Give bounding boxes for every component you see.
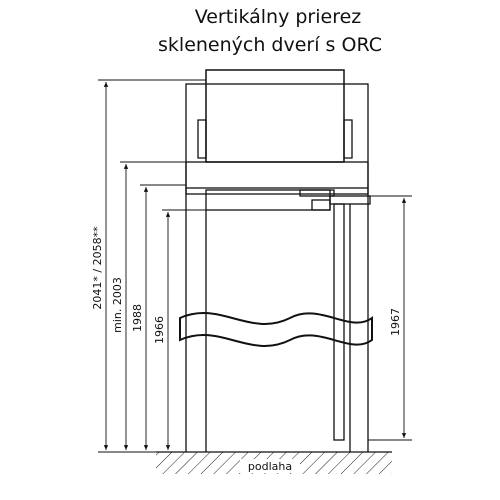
title-line-1: Vertikálny prierez	[195, 6, 362, 28]
dim-total-text: 2041* / 2058**	[91, 226, 104, 310]
dim-1966-text: 1966	[153, 316, 166, 344]
title-line-2: sklenených dverí s ORC	[158, 34, 382, 56]
break-marks	[179, 312, 373, 347]
dim-1988-text: 1988	[131, 304, 144, 332]
orc-head-profile	[205, 189, 371, 211]
extension-lines	[98, 79, 412, 453]
floor-label: podlaha	[248, 460, 292, 473]
dim-1967-text: 1967	[389, 308, 402, 336]
dim-min-text: min. 2003	[111, 277, 124, 333]
door-frame-top	[185, 69, 369, 195]
glass-door-leaf	[333, 203, 345, 441]
floor: podlaha	[156, 451, 392, 474]
dimension-lines	[103, 82, 407, 450]
